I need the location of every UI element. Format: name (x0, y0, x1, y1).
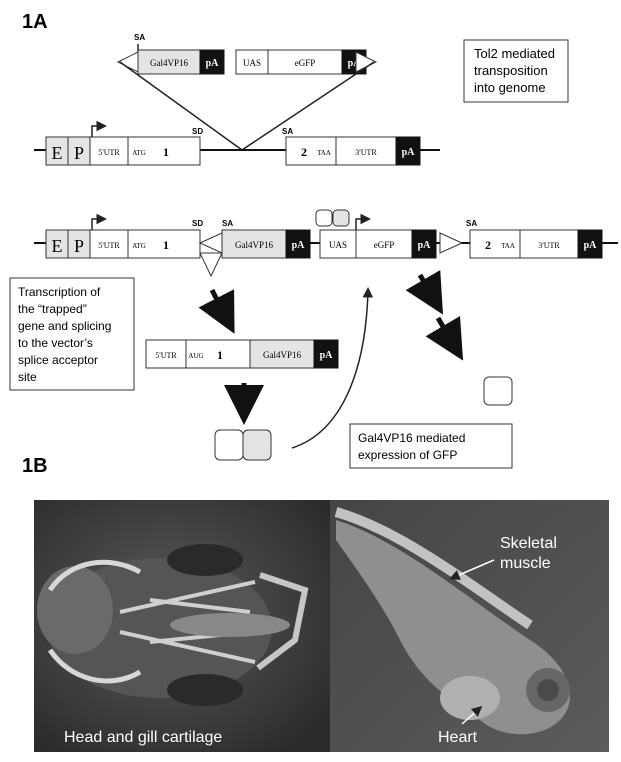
transcription-arrow (212, 290, 230, 325)
fusion-protein-glyph (215, 430, 243, 460)
gal4vp16-label: Gal4VP16 (263, 350, 301, 360)
aug-label: AUG (188, 352, 203, 360)
panel-a-label: 1A (22, 11, 48, 33)
panel-b-label: 1B (22, 455, 48, 477)
splice-acceptor-label: SA (282, 127, 293, 136)
transcription-note-line: the “trapped” (18, 302, 87, 316)
splice-donor-label: SD (192, 219, 203, 228)
transcription-note-line: site (18, 370, 37, 384)
integrated-gene-trap: E P 5'UTR ATG 1 SD SA Gal4VP16 pA UAS eG… (34, 210, 618, 276)
gfp-protein-glyph (484, 377, 512, 405)
exon1-label: 1 (163, 145, 169, 159)
enhancer-label: E (52, 143, 63, 163)
utr5-label: 5'UTR (98, 148, 120, 157)
transcription-note-line: Transcription of (18, 285, 101, 299)
gal4vp16-label: Gal4VP16 (235, 240, 273, 250)
atg-label: ATG (132, 149, 146, 157)
head-gill-caption: Head and gill cartilage (64, 729, 222, 746)
skeletal-muscle-label: muscle (500, 555, 551, 572)
egfp-label: eGFP (374, 240, 395, 250)
skeletal-muscle-label: Skeletal (500, 535, 557, 552)
polya-label: pA (292, 240, 306, 251)
polya-label: pA (584, 240, 598, 251)
tol2-note-line: Tol2 mediated (474, 46, 555, 61)
transcription-note-line: to the vector’s (18, 336, 93, 350)
gal4vp16-label: Gal4VP16 (150, 58, 188, 68)
gal4-note-line: expression of GFP (358, 448, 457, 462)
tol2-note: Tol2 mediated transposition into genome (464, 40, 568, 102)
polya-label: pA (320, 350, 334, 361)
utr3-label: 3'UTR (538, 241, 560, 250)
exon1-label: 1 (163, 238, 169, 252)
enhancer-label: E (52, 236, 63, 256)
larva-micrograph: Skeletal muscle Heart (330, 500, 609, 752)
utr5-label: 5'UTR (155, 351, 177, 360)
exon2-label: 2 (301, 145, 307, 159)
uas-label: UAS (243, 58, 261, 68)
egfp-arrow-2 (438, 318, 458, 352)
utr3-label: 3'UTR (355, 148, 377, 157)
tol2-note-line: transposition (474, 63, 548, 78)
atg-label: ATG (132, 242, 146, 250)
polya-label: pA (206, 58, 220, 69)
transposon-construct: SA Gal4VP16 pA UAS eGFP pA (118, 33, 376, 150)
fusion-protein-glyph (243, 430, 271, 460)
transcription-note-line: splice acceptor (18, 353, 98, 367)
tol2-note-line: into genome (474, 80, 546, 95)
splice-acceptor-label: SA (466, 219, 477, 228)
egfp-arrow-1 (420, 275, 438, 306)
gal4-note: Gal4VP16 mediated expression of GFP (350, 424, 512, 468)
exon2-label: 2 (485, 238, 491, 252)
head-cartilage-micrograph: Head and gill cartilage (34, 500, 330, 752)
uas-label: UAS (329, 240, 347, 250)
gal4-note-line: Gal4VP16 mediated (358, 431, 465, 445)
heart-label: Heart (438, 729, 478, 746)
egfp-label: eGFP (295, 58, 316, 68)
transcription-note: Transcription of the “trapped” gene and … (10, 278, 134, 390)
splice-acceptor-label: SA (134, 33, 145, 42)
transcription-note-line: gene and splicing (18, 319, 111, 333)
taa-label: TAA (501, 242, 515, 250)
splice-donor-label: SD (192, 127, 203, 136)
utr5-label: 5'UTR (98, 241, 120, 250)
promoter-label: P (74, 236, 84, 256)
polya-label: pA (402, 147, 416, 158)
splice-acceptor-label: SA (222, 219, 233, 228)
taa-label: TAA (317, 149, 331, 157)
polya-label: pA (418, 240, 432, 251)
fusion-mrna: 5'UTR AUG 1 Gal4VP16 pA (146, 340, 338, 368)
promoter-label: P (74, 143, 84, 163)
exon1-label: 1 (217, 348, 223, 362)
